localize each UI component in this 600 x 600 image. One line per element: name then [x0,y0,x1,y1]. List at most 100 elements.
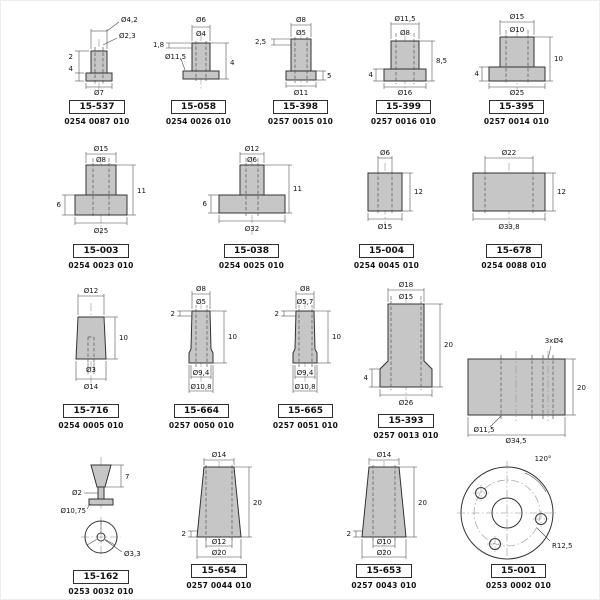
part-number-box: 15-162 [73,570,129,584]
part-cell-15-399: Ø11,5 Ø8 4 8,5 Ø16 15-399 0257 0016 010 [351,9,456,126]
dim-h1: 2 [171,310,175,318]
dim-h1: 2 [275,310,279,318]
part-number-box: 15-393 [378,414,434,428]
dimension-lines [177,291,227,393]
order-code: 0254 0088 010 [481,261,547,270]
dim-bottom: Ø11 [294,89,308,97]
dim-bore: Ø15 [399,293,413,301]
part-cell-15-664: Ø8 Ø5 2 10 Ø9,4 Ø10,8 15-664 0257 0050 0… [149,279,254,430]
dim-h1: 4 [364,374,369,382]
dim-top: Ø8 [196,285,206,293]
dim-h2: 10 [332,333,341,341]
dim-top: Ø22 [502,149,516,157]
dim-bottom: Ø25 [94,227,108,235]
dim-h2: 11 [293,185,302,193]
dim-h2: 20 [253,499,262,507]
dim-bore: Ø12 [212,538,226,546]
part-number-box: 15-003 [73,244,129,258]
part-cell-15-001: 120° R12,5 15-001 0253 0002 010 [451,449,586,590]
part-number-box: 15-654 [191,564,247,578]
dimension-lines [367,156,413,221]
dimension-lines [84,464,124,553]
dim-top: Ø14 [212,451,227,459]
part-cell-15-665: Ø8 Ø5,7 2 10 Ø9,4 Ø10,8 15-665 0257 0051… [253,279,358,430]
dim-flange: Ø10,75 [60,507,86,515]
order-code: 0257 0050 010 [168,421,235,430]
drawing-15-162: 7 Ø2 Ø10,75 Ø3,3 [60,457,141,558]
part-number: 15-058 [180,102,217,112]
dim-h2: 11 [137,187,146,195]
dim-h1: 2,5 [255,38,266,46]
dim-angle: 120° [535,455,552,463]
dim-h2: 20 [444,341,453,349]
part-number-box: 15-398 [272,100,329,114]
part-number-box: 15-678 [486,244,542,258]
part-cell-15-038: Ø12 Ø6 6 11 Ø32 15-038 0254 0025 010 [184,141,319,270]
part-cell-15-537: Ø4,2 Ø2,3 2 4 Ø7 15-537 0254 0087 010 [41,9,153,126]
order-code: 0257 0044 010 [186,581,252,590]
dim-holes: 3xØ4 [545,337,564,345]
part-number: 15-665 [287,406,324,416]
drawing-15-537: Ø4,2 Ø2,3 2 4 Ø7 [69,16,138,97]
dim-h1: 4 [475,70,480,78]
drawing-15-654: Ø14 2 20 Ø12 Ø20 [182,451,262,559]
part-cell-15-393: Ø18 Ø15 4 20 Ø26 15-393 0257 0013 010 [351,279,461,440]
dim-top: Ø4,2 [121,16,138,24]
order-code: 0254 0023 010 [68,261,134,270]
part-cell-15-653: Ø14 2 20 Ø10 Ø20 15-653 0257 0043 010 [329,449,439,590]
dimension-lines [281,291,331,393]
dim-h2: 8,5 [436,57,447,65]
dim-bottom: Ø16 [398,89,413,97]
dim-top: Ø6 [196,16,207,24]
dim-top: Ø15 [94,145,108,153]
dim-bore: Ø3 [86,366,96,374]
part-number-box: 15-395 [488,100,545,114]
dim-bottom: Ø25 [510,89,524,97]
dim-h1: 6 [57,201,62,209]
dim-bottom: Ø10,8 [190,383,211,391]
part-number: 15-664 [183,406,220,416]
dim-h1: 7 [125,473,129,481]
part-cell-15-004: Ø6 12 Ø15 15-004 0254 0045 010 [339,141,434,270]
drawing-15-664: Ø8 Ø5 2 10 Ø9,4 Ø10,8 [171,285,237,393]
part-outline [285,31,317,91]
dim-bore: Ø2,3 [119,32,136,40]
part-number: 15-654 [201,566,237,576]
part-outline [74,157,128,235]
drawing-15-395: Ø15 Ø10 4 10 Ø25 [475,13,563,97]
dimension-lines [75,21,120,89]
dim-bore: Ø10 [377,538,391,546]
dim-mid: Ø9,4 [193,369,210,377]
drawing-15-398: Ø8 Ø5 2,5 5 Ø11 [255,16,331,97]
part-outline [188,301,214,385]
order-code: 0257 0051 010 [272,421,339,430]
dim-h2: 10 [228,333,237,341]
drawing-15-653: Ø14 2 20 Ø10 Ø20 [347,451,427,559]
part-number: 15-004 [368,246,405,256]
order-code: 0257 0016 010 [370,117,437,126]
dim-bottom: Ø15 [378,223,392,231]
part-number-box: 15-716 [63,404,119,418]
part-number: 15-162 [83,572,119,582]
part-outline [488,29,546,91]
dimension-lines [75,294,118,381]
part-number-box: 15-001 [490,564,547,578]
order-code: 0253 0032 010 [68,587,134,596]
dim-bottom: Ø32 [245,225,259,233]
part-number-box: 15-665 [277,404,334,418]
order-code: 0254 0005 010 [58,421,124,430]
dim-top: Ø18 [399,281,413,289]
dim-h1: 4 [369,71,374,79]
dim-top: Ø12 [84,287,98,295]
part-number-box: 15-537 [69,100,125,114]
part-number: 15-537 [79,102,115,112]
part-outline [218,157,286,235]
dim-top: Ø11,5 [394,15,415,23]
dim-h2: 4 [230,59,235,67]
dimension-lines [472,156,556,221]
dim-bore: Ø5 [296,29,306,37]
part-outline [472,163,546,231]
dim-h2: 4 [69,65,74,73]
dim-bottom: Ø33,8 [498,223,519,231]
drawing-15-716: Ø12 10 Ø3 Ø14 [75,287,128,391]
